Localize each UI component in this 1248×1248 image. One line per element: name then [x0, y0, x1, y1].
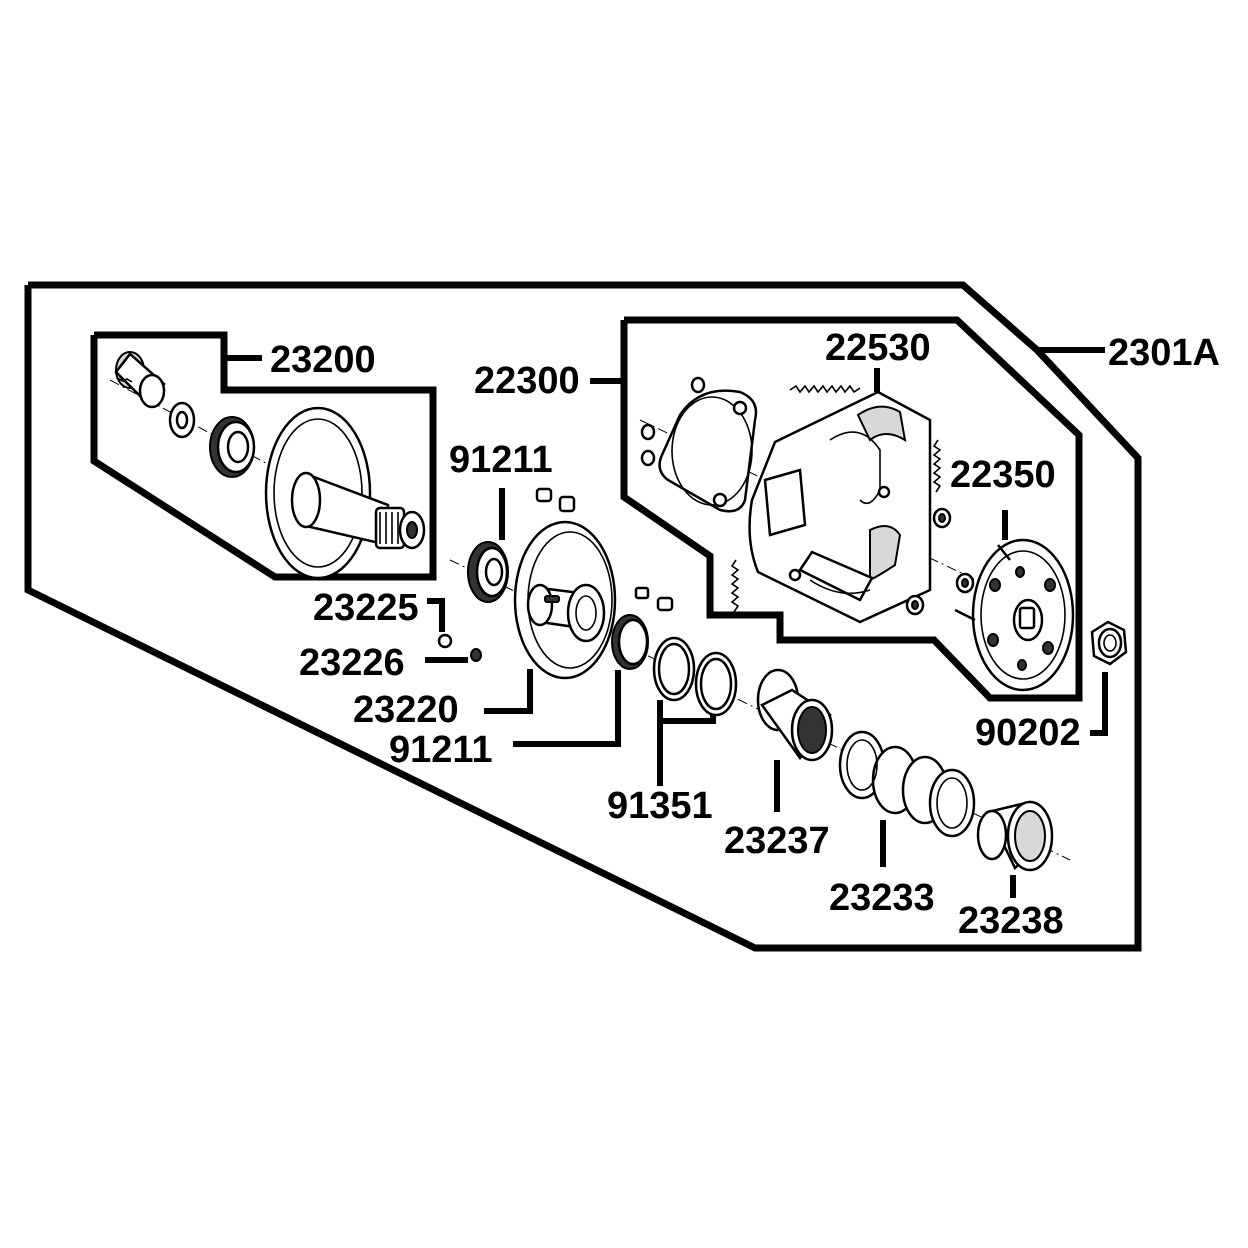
clutch-group-frame [620, 316, 1083, 702]
shoe-set-part [748, 390, 932, 624]
spring-part [838, 730, 976, 838]
sleeve-part [756, 668, 834, 762]
clutch-group-parts [639, 376, 1128, 692]
pins-part [437, 487, 576, 662]
fixed-pulley-part [264, 406, 426, 580]
label-22530: 22530 [825, 327, 931, 369]
label-23238: 23238 [958, 900, 1064, 942]
label-91211-upper: 91211 [449, 439, 553, 481]
bushing-part [114, 351, 166, 409]
o-rings-part [652, 636, 738, 717]
backing-plate-part [658, 389, 758, 513]
label-91211-lower: 91211 [389, 729, 493, 771]
label-22350: 22350 [950, 454, 1056, 496]
assembly-frame [24, 281, 1142, 952]
middle-parts [437, 487, 1071, 872]
label-2301A: 2301A [1108, 332, 1220, 374]
bearing-upper-part [467, 541, 509, 603]
label-23225: 23225 [313, 587, 419, 629]
hub-plate-part [954, 538, 1075, 692]
movable-pulley-part [513, 520, 674, 680]
label-23226: 23226 [299, 642, 405, 684]
shoe-springs-part [730, 384, 942, 613]
label-23200: 23200 [270, 339, 376, 381]
lock-nut-part [1090, 620, 1128, 666]
label-23233: 23233 [829, 877, 935, 919]
fixed-half-parts [109, 351, 426, 580]
label-22300: 22300 [474, 360, 580, 402]
fixed-half-frame [90, 331, 437, 581]
label-23220: 23220 [353, 689, 459, 731]
label-91351: 91351 [607, 785, 713, 827]
label-23237: 23237 [724, 820, 830, 862]
bearing-lower-part [611, 614, 649, 670]
label-90202: 90202 [975, 712, 1081, 754]
oil-seal-part [209, 416, 256, 478]
part-labels: 2301A 22300 22530 22350 23200 91211 2322… [270, 327, 1220, 942]
small-washer-part [168, 401, 196, 439]
clutch-bushings-part [905, 507, 975, 616]
spring-cup-part [976, 800, 1054, 872]
